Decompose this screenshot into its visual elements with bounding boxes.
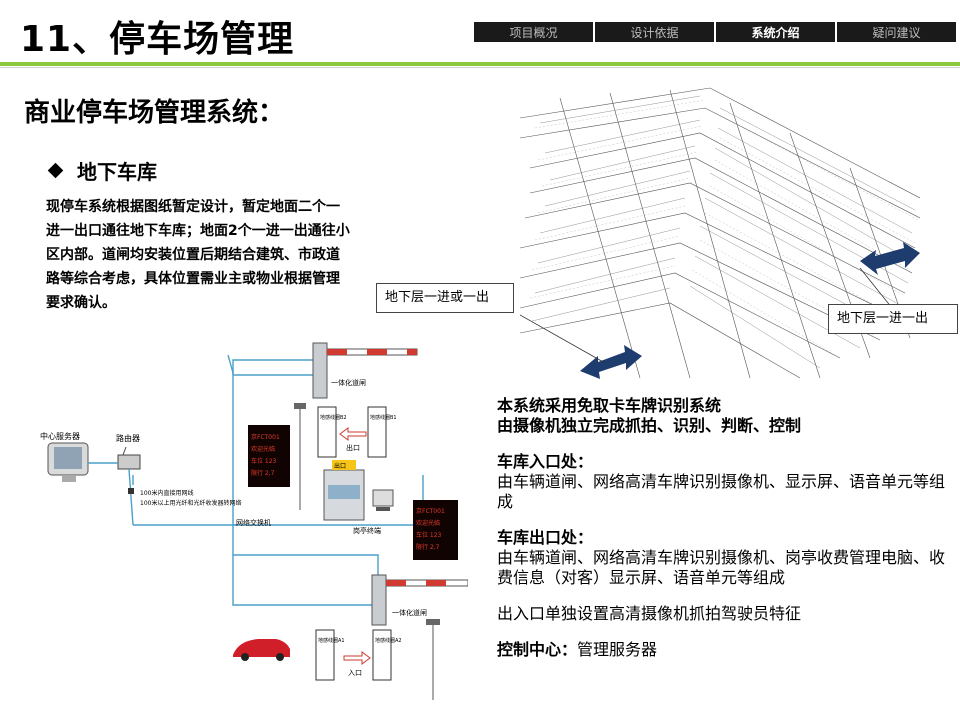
desc-line-2: 由摄像机独立完成抓拍、识别、判断、控制 — [497, 416, 802, 435]
booth-terminal-icon — [372, 489, 394, 511]
toll-booth-icon — [323, 460, 365, 521]
svg-text:车位 123: 车位 123 — [416, 531, 442, 539]
server-monitor-icon — [47, 442, 89, 482]
top-nav: 项目概况 设计依据 系统介绍 疑问建议 — [474, 22, 956, 42]
system-description: 本系统采用免取卡车牌识别系统 由摄像机独立完成抓拍、识别、判断、控制 车库入口处… — [497, 396, 957, 660]
loop-b2: 地感线圈B2 — [320, 414, 347, 421]
section-title-text: 地下车库 — [77, 160, 157, 184]
exit-barrier-gate — [312, 342, 418, 399]
exit-body: 由车辆道闸、网络高清车牌识别摄像机、岗亭收费管理电脑、收费信息（对客）显示屏、语… — [497, 548, 946, 587]
page-title: 11、停车场管理 — [20, 19, 295, 60]
exit-heading: 车库出口处： — [497, 528, 594, 547]
car-icon — [233, 639, 290, 661]
svg-text:限行 2,7: 限行 2,7 — [251, 469, 275, 477]
tab-design-basis[interactable]: 设计依据 — [595, 22, 714, 42]
led-display-upper: 京FCT001 欢迎光临 车位 123 限行 2,7 — [248, 425, 290, 487]
tab-project-overview[interactable]: 项目概况 — [474, 22, 593, 42]
svg-text:京FCT001: 京FCT001 — [251, 433, 280, 441]
diamond-bullet-icon — [47, 162, 64, 179]
router-icon — [117, 446, 141, 470]
led-display-lower: 京FCT001 欢迎光临 车位 123 限行 2,7 — [413, 500, 458, 560]
gate-label-entry: 一体化道闸 — [392, 608, 427, 617]
callout-underground-entry-exit: 地下层一进一出 — [828, 304, 958, 334]
booth-sign: 出口 — [334, 462, 346, 470]
header-divider-thin — [0, 67, 960, 68]
svg-text:车位 123: 车位 123 — [251, 457, 277, 465]
server-label: 中心服务器 — [40, 431, 80, 441]
camera-note: 出入口单独设置高清摄像机抓拍驾驶员特征 — [497, 604, 802, 623]
entrance-heading: 车库入口处： — [497, 452, 594, 471]
loop-b1: 地感线圈B1 — [370, 414, 397, 421]
desc-line-1: 本系统采用免取卡车牌识别系统 — [497, 396, 722, 415]
camera-icon-lower — [426, 619, 440, 625]
exit-arrow-icon — [339, 427, 367, 441]
loop-a2: 地感线圈A2 — [375, 637, 402, 644]
booth-label: 岗亭终端 — [353, 526, 381, 535]
tab-questions[interactable]: 疑问建议 — [837, 22, 956, 42]
exit-label: 出口 — [346, 443, 360, 452]
svg-text:欢迎光临: 欢迎光临 — [416, 519, 440, 527]
cable-note-2: 100米以上用光纤和光纤收发器转网络 — [140, 499, 241, 507]
svg-text:限行 2,7: 限行 2,7 — [416, 543, 440, 551]
callout-underground-entry-or-exit: 地下层一进或一出 — [376, 283, 514, 313]
parking-system-diagram: 中心服务器 路由器 100米内直接用网线 100米以上用光纤和光纤收发器转网络 … — [40, 342, 468, 700]
camera-icon — [294, 403, 306, 409]
gate-label-exit: 一体化道闸 — [331, 378, 366, 387]
cable-note-1: 100米内直接用网线 — [140, 489, 193, 497]
section-heading: 地下车库 — [47, 156, 157, 185]
loop-a1: 地感线圈A1 — [318, 637, 345, 644]
svg-text:欢迎光临: 欢迎光临 — [251, 445, 275, 453]
entry-arrow-icon — [343, 651, 371, 665]
router-label: 路由器 — [116, 433, 140, 443]
fiber-converter-icon — [128, 488, 134, 494]
svg-text:京FCT001: 京FCT001 — [416, 507, 445, 515]
tab-system-intro[interactable]: 系统介绍 — [716, 22, 835, 42]
header-divider — [0, 62, 960, 66]
control-center-line: 控制中心：管理服务器 — [497, 640, 957, 660]
parking-site-plan — [520, 87, 920, 379]
switch-label: 网络交换机 — [236, 518, 271, 527]
control-heading: 控制中心： — [497, 640, 578, 659]
slide-subtitle: 商业停车场管理系统： — [24, 98, 285, 128]
entry-barrier-gate — [371, 574, 468, 626]
control-body: 管理服务器 — [577, 640, 658, 659]
intro-paragraph: 现停车系统根据图纸暂定设计，暂定地面二个一进一出口通往地下车库；地面2个一进一出… — [46, 199, 350, 311]
entrance-body: 由车辆道闸、网络高清车牌识别摄像机、显示屏、语音单元等组成 — [497, 472, 946, 511]
entry-label: 入口 — [348, 669, 362, 677]
